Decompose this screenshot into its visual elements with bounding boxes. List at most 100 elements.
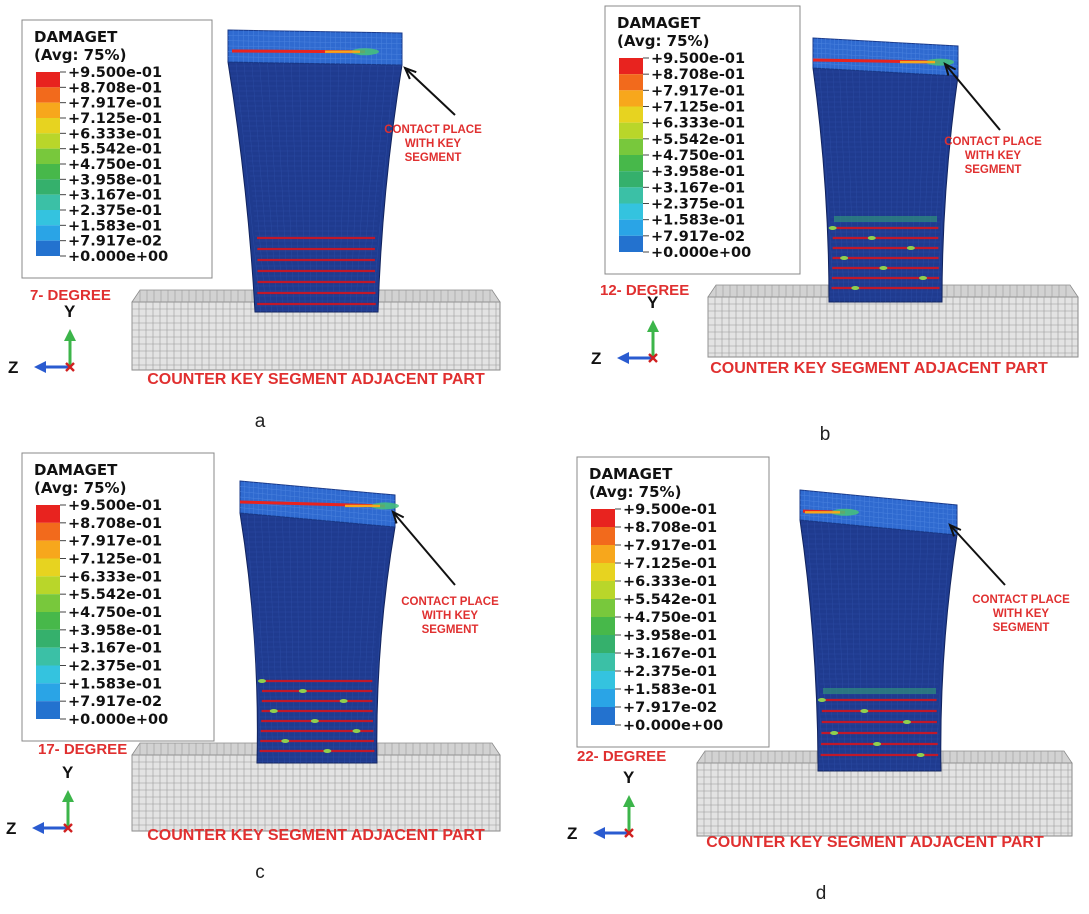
legend-swatch — [36, 164, 60, 180]
x-axis-marker — [65, 362, 75, 372]
legend-swatch — [619, 187, 643, 204]
legend-swatch — [36, 225, 60, 241]
legend-value: +0.000e+00 — [623, 718, 723, 734]
legend-value: +7.917e-01 — [623, 538, 717, 554]
legend-swatch — [619, 155, 643, 172]
y-axis-label: Y — [623, 768, 635, 787]
legend-swatch — [36, 701, 60, 719]
legend-value: +2.375e-01 — [68, 659, 162, 675]
x-axis-marker — [648, 353, 658, 363]
legend-swatch — [591, 707, 615, 725]
legend-value: +7.125e-01 — [651, 100, 745, 116]
damage-spot — [828, 226, 837, 230]
legend-swatch — [36, 540, 60, 559]
legend-swatch — [619, 171, 643, 188]
damage-spot — [817, 698, 826, 702]
legend-swatch — [591, 509, 615, 527]
key-segment-beam — [227, 29, 403, 313]
damage-spot — [919, 276, 928, 280]
contact-place-label: SEGMENT — [993, 622, 1050, 634]
legend-swatch — [36, 148, 60, 164]
damage-spot — [310, 719, 319, 723]
legend-value: +0.000e+00 — [68, 712, 168, 728]
legend-subtitle: (Avg: 75%) — [589, 483, 681, 501]
legend-swatch — [36, 118, 60, 134]
legend-swatch — [36, 576, 60, 595]
panel-d-figure: DAMAGET(Avg: 75%)+9.500e-01+8.708e-01+7.… — [567, 456, 1073, 904]
legend-title: DAMAGET — [34, 28, 118, 46]
legend-value: +7.125e-01 — [68, 552, 162, 568]
damage-spot — [906, 246, 915, 250]
axis-triad: YZ — [6, 763, 74, 838]
y-axis-arrowhead — [623, 795, 635, 807]
legend-value: +7.917e-01 — [651, 83, 745, 99]
contact-arrow — [949, 524, 1006, 586]
damage-spot — [298, 689, 307, 693]
legend-value: +3.958e-01 — [68, 623, 162, 639]
legend-swatch — [619, 122, 643, 139]
contact-arrow — [392, 511, 456, 586]
damage-spot — [879, 266, 888, 270]
damage-spot — [269, 709, 278, 713]
legend-swatch — [619, 235, 643, 252]
legend-swatch — [591, 581, 615, 599]
counter-key-segment-base — [131, 742, 501, 832]
legend-value: +7.917e-01 — [68, 96, 162, 112]
axis-triad: YZ — [567, 768, 635, 843]
degree-label: 7- DEGREE — [30, 287, 111, 304]
panel-d: DAMAGET(Avg: 75%)+9.500e-01+8.708e-01+7.… — [545, 445, 1089, 914]
legend-value: +7.125e-01 — [68, 111, 162, 127]
y-axis-label: Y — [647, 293, 659, 312]
legend-swatch — [36, 72, 60, 88]
legend-value: +8.708e-01 — [68, 80, 162, 96]
damage-spot — [902, 720, 911, 724]
legend-swatch — [619, 58, 643, 75]
legend-value: +4.750e-01 — [68, 605, 162, 621]
contact-place-label: CONTACT PLACE — [944, 136, 1042, 148]
subfigure-letter: d — [816, 883, 827, 904]
contact-place-label: WITH KEY — [965, 150, 1022, 162]
damage-spot — [830, 731, 839, 735]
damage-legend: DAMAGET(Avg: 75%)+9.500e-01+8.708e-01+7.… — [604, 5, 801, 275]
legend-swatch — [619, 106, 643, 123]
legend-swatch — [36, 179, 60, 195]
legend-value: +9.500e-01 — [651, 51, 745, 67]
legend-swatch — [591, 527, 615, 545]
legend-value: +7.917e-02 — [68, 694, 162, 710]
z-axis-label: Z — [6, 819, 16, 838]
legend-swatch — [591, 545, 615, 563]
legend-value: +3.958e-01 — [623, 628, 717, 644]
panel-a-figure: DAMAGET(Avg: 75%)+9.500e-01+8.708e-01+7.… — [8, 19, 501, 432]
z-axis-arrowhead — [34, 361, 46, 373]
legend-value: +1.583e-01 — [68, 676, 162, 692]
damage-spot — [352, 729, 361, 733]
legend-swatch — [36, 665, 60, 684]
contact-place-label: WITH KEY — [405, 138, 462, 150]
legend-swatch — [36, 133, 60, 149]
damage-legend: DAMAGET(Avg: 75%)+9.500e-01+8.708e-01+7.… — [21, 19, 213, 279]
legend-swatch — [591, 563, 615, 581]
counter-key-segment-base — [696, 750, 1073, 837]
legend-value: +2.375e-01 — [651, 197, 745, 213]
legend-swatch — [36, 87, 60, 103]
legend-swatch — [591, 635, 615, 653]
legend-swatch — [591, 599, 615, 617]
counter-key-segment-base — [707, 284, 1079, 358]
contact-arrow-head — [403, 66, 417, 80]
degree-label: 12- DEGREE — [600, 282, 689, 299]
legend-value: +7.917e-02 — [68, 234, 162, 250]
legend-subtitle: (Avg: 75%) — [34, 46, 126, 64]
beam-body — [799, 519, 958, 772]
legend-value: +7.917e-01 — [68, 534, 162, 550]
damage-legend: DAMAGET(Avg: 75%)+9.500e-01+8.708e-01+7.… — [576, 456, 770, 748]
legend-value: +0.000e+00 — [68, 249, 168, 265]
legend-swatch — [591, 617, 615, 635]
contact-damage-spot — [926, 58, 954, 66]
legend-value: +0.000e+00 — [651, 245, 751, 261]
counter-key-segment-base — [131, 289, 501, 371]
legend-value: +3.167e-01 — [651, 180, 745, 196]
legend-value: +3.958e-01 — [68, 172, 162, 188]
legend-swatch — [591, 653, 615, 671]
x-axis-marker — [63, 823, 73, 833]
contact-place-label: CONTACT PLACE — [401, 596, 499, 608]
